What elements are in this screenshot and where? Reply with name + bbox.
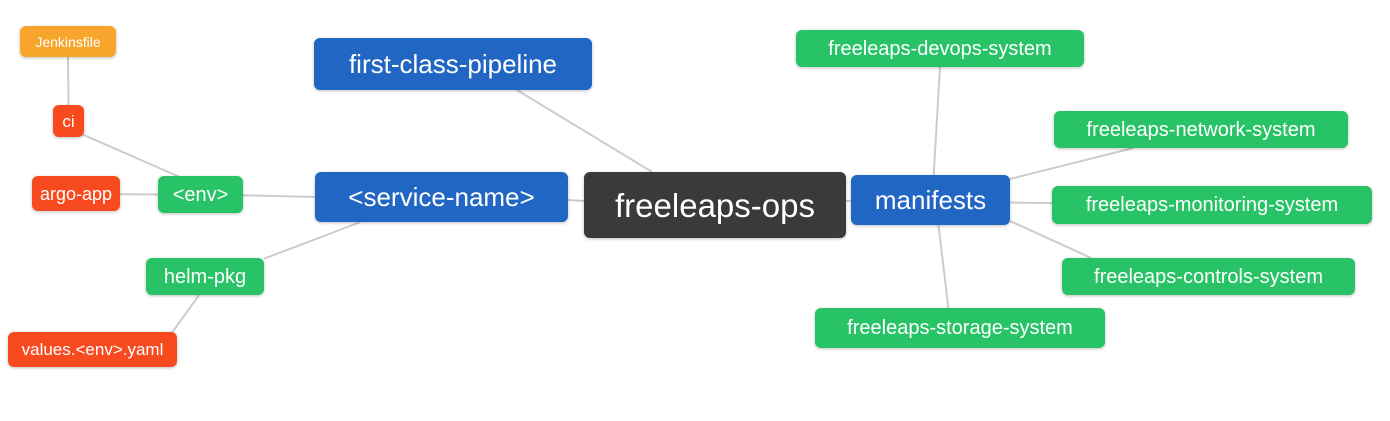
node-label: manifests: [874, 185, 987, 215]
node-values-env-yaml[interactable]: values.<env>.yaml: [8, 332, 177, 367]
node-label: ci: [62, 111, 75, 131]
node-label: freeleaps-storage-system: [847, 317, 1073, 339]
node-label: first-class-pipeline: [348, 49, 558, 79]
node-label: helm-pkg: [163, 265, 247, 288]
edge-values-env-yaml-helm-pkg: [171, 294, 200, 334]
node-label: Jenkinsfile: [35, 33, 101, 50]
node-label: <env>: [172, 183, 229, 206]
node-freeleaps-storage-system[interactable]: freeleaps-storage-system: [815, 308, 1105, 348]
edge-first-class-pipeline-freeleaps-ops: [516, 89, 653, 173]
edge-manifests-freeleaps-devops-system: [932, 66, 941, 176]
node-label: <service-name>: [348, 182, 535, 212]
node-label: freeleaps-network-system: [1086, 118, 1316, 141]
node-freeleaps-network-system[interactable]: freeleaps-network-system: [1054, 111, 1348, 148]
node-ci[interactable]: ci: [53, 105, 84, 137]
edge-env-service-name: [242, 194, 316, 198]
node-freeleaps-ops[interactable]: freeleaps-ops: [584, 172, 846, 238]
node-freeleaps-controls-system[interactable]: freeleaps-controls-system: [1062, 258, 1355, 295]
node-label: freeleaps-controls-system: [1094, 265, 1323, 288]
edge-service-name-freeleaps-ops: [567, 199, 585, 203]
node-freeleaps-monitoring-system[interactable]: freeleaps-monitoring-system: [1052, 186, 1372, 224]
node-label: argo-app: [39, 183, 113, 204]
edge-ci-env: [82, 133, 180, 178]
node-env[interactable]: <env>: [158, 176, 243, 213]
node-service-name[interactable]: <service-name>: [315, 172, 568, 222]
edge-helm-pkg-service-name: [263, 221, 361, 260]
node-manifests[interactable]: manifests: [851, 175, 1010, 225]
node-label: freeleaps-monitoring-system: [1085, 194, 1339, 216]
node-argo-app[interactable]: argo-app: [32, 176, 120, 211]
node-jenkinsfile[interactable]: Jenkinsfile: [20, 26, 116, 57]
node-label: freeleaps-ops: [615, 186, 815, 224]
node-freeleaps-devops-system[interactable]: freeleaps-devops-system: [796, 30, 1084, 67]
edge-manifests-freeleaps-storage-system: [937, 224, 950, 309]
edge-jenkinsfile-ci: [67, 56, 70, 106]
edge-manifests-freeleaps-controls-system: [1009, 220, 1092, 259]
node-helm-pkg[interactable]: helm-pkg: [146, 258, 264, 295]
node-first-class-pipeline[interactable]: first-class-pipeline: [314, 38, 592, 90]
node-label: freeleaps-devops-system: [828, 37, 1052, 60]
edge-manifests-freeleaps-monitoring-system: [1009, 201, 1053, 205]
edge-manifests-freeleaps-network-system: [1009, 147, 1134, 180]
node-label: values.<env>.yaml: [21, 340, 164, 359]
